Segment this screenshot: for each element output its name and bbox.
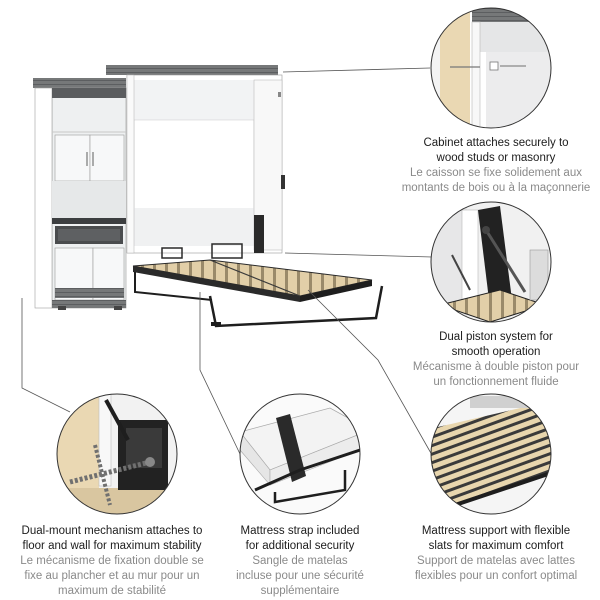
caption-fr-line: Le caisson se fixe solidement aux [410,167,582,179]
caption-en-line: Dual piston system for [439,331,553,343]
caption-dual-piston: Dual piston system for smooth operation … [398,330,594,390]
side-cabinet [33,78,127,310]
caption-en-line: Cabinet attaches securely to [423,137,569,149]
murphy-bed-main [33,65,384,328]
detail-dual-piston [430,201,552,323]
bed-cabinet [106,65,285,259]
caption-fr-line: supplémentaire [260,585,340,597]
caption-flexible-slats: Mattress support with flexible slats for… [398,524,594,584]
caption-fr-line: incluse pour une sécurité [236,570,364,582]
caption-en-line: Mattress support with flexible [421,525,571,537]
caption-fr-line: Support de matelas avec lattes [417,555,575,567]
caption-cabinet-mount: Cabinet attaches securely to wood studs … [392,136,600,196]
detail-dual-mount [56,393,178,515]
detail-mattress-strap [239,393,361,515]
caption-dual-mount: Dual-mount mechanism attaches to floor a… [6,524,218,599]
detail-cabinet-wall-mount [430,7,552,129]
caption-fr-line: Sangle de matelas [252,555,348,567]
caption-fr-line: maximum de stabilité [57,585,166,597]
caption-fr-line: un fonctionnement fluide [433,376,559,388]
caption-en-line: wood studs or masonry [436,152,556,164]
bed-platform [132,259,384,328]
caption-en-line: Dual-mount mechanism attaches to [21,525,203,537]
caption-en-line: slats for maximum comfort [428,540,564,552]
caption-en-line: for additional security [245,540,355,552]
caption-mattress-strap: Mattress strap included for additional s… [226,524,374,599]
caption-fr-line: montants de bois ou à la maçonnerie [401,182,591,194]
caption-en-line: floor and wall for maximum stability [22,540,202,552]
leader-lines [21,67,433,456]
caption-fr-line: flexibles pour un confort optimal [414,570,578,582]
caption-en-line: Mattress strap included [240,525,360,537]
caption-en-line: smooth operation [451,346,541,358]
caption-fr-line: Le mécanisme de fixation double se [20,555,204,567]
caption-fr-line: fixe au plancher et au mur pour un [24,570,200,582]
caption-fr-line: Mécanisme à double piston pour [412,361,580,373]
detail-flexible-slats [430,393,552,515]
